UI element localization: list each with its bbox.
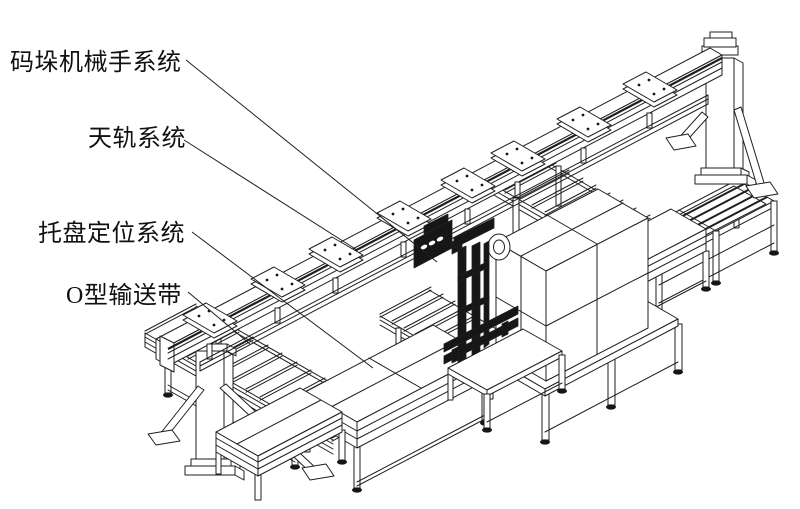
- leader-palletizing-robot: [185, 59, 438, 263]
- gripper-bar: [443, 305, 519, 353]
- robot-station-table: [447, 328, 567, 433]
- rotary-actuator-disc: [487, 233, 511, 261]
- mast-column: [483, 240, 490, 349]
- mast-top-plate: [453, 217, 495, 249]
- label-o-type-conveyor-belt: O型输送带: [66, 282, 182, 309]
- pallet-stack-small: [215, 387, 347, 501]
- right-support-column: [665, 39, 779, 199]
- label-palletizing-robot-system: 码垛机械手系统: [10, 49, 182, 76]
- leader-pallet-positioning: [191, 231, 374, 369]
- overhead-rail-beam: [155, 31, 737, 373]
- leader-lines: [183, 59, 438, 369]
- label-pallet-positioning-system: 托盘定位系统: [38, 220, 185, 247]
- rail-hangers: [206, 112, 653, 360]
- linear-rail-track: [199, 94, 709, 372]
- palletizing-robot: [413, 213, 519, 372]
- labels: 码垛机械手系统 天轨系统 托盘定位系统 O型输送带: [10, 49, 186, 309]
- label-overhead-rail-system: 天轨系统: [88, 125, 186, 152]
- leader-overhead-rail: [183, 139, 358, 251]
- gripper-bar: [443, 317, 519, 365]
- leader-o-type-conveyor: [187, 291, 251, 345]
